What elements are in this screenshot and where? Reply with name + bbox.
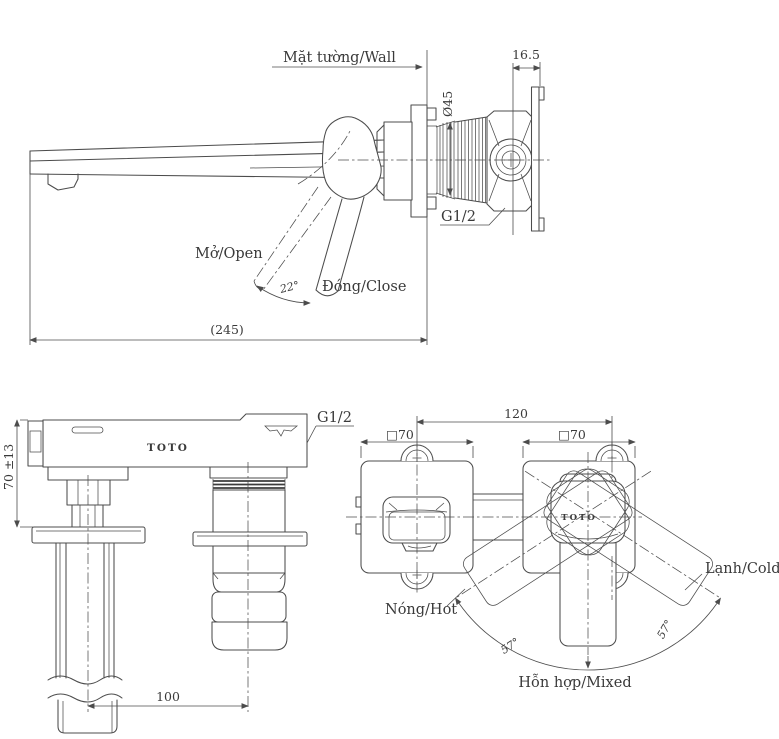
side-view: Mặt tường/Wall 16.5 Ø45 G1/2 Mở/Open 22°… xyxy=(29,47,552,345)
brand-logo-front: TOTO xyxy=(147,442,189,454)
dim-sq70-left: □70 xyxy=(386,427,414,442)
wall-label: Mặt tường/Wall xyxy=(283,50,396,66)
mixed-label: Hỗn hợp/Mixed xyxy=(518,674,631,691)
angle-57-right: 57° xyxy=(654,618,675,641)
side-view-dimensions xyxy=(29,50,541,345)
escutcheon-plate xyxy=(410,104,428,218)
face-view-centerlines xyxy=(346,442,721,655)
dim-100: 100 xyxy=(156,689,180,704)
front-view: G1/2 TOTO 70 ±13 100 xyxy=(1,410,354,734)
cold-label: Lạnh/Cold xyxy=(705,561,779,577)
dim-120: 120 xyxy=(504,406,528,421)
brand-logo-face: TOTO xyxy=(561,513,596,523)
close-label: Đóng/Close xyxy=(322,279,406,295)
thread-label-front: G1/2 xyxy=(317,410,352,426)
front-view-body xyxy=(27,413,308,468)
swing-arc xyxy=(455,597,721,671)
thread-label-side: G1/2 xyxy=(441,209,476,225)
front-view-spout-shank xyxy=(31,466,146,734)
side-view-handle xyxy=(253,116,382,306)
hot-label: Nóng/Hot xyxy=(385,602,457,618)
dim-sq70-right: □70 xyxy=(558,427,586,442)
open-label: Mở/Open xyxy=(195,245,263,262)
front-view-valve-shank xyxy=(192,466,308,651)
angle-22-label: 22° xyxy=(278,279,301,297)
dim-d45: Ø45 xyxy=(440,91,455,117)
face-view-dimensions xyxy=(360,416,703,607)
dim-16-5: 16.5 xyxy=(512,47,540,62)
front-view-dimensions xyxy=(14,419,354,709)
dim-245: (245) xyxy=(210,322,244,337)
face-view: TOTO 120 □70 □70 Lạnh/Cold N xyxy=(346,406,779,691)
connector-pipe xyxy=(472,493,524,541)
face-view-spout xyxy=(355,496,451,552)
dim-70: 70 ±13 xyxy=(1,444,16,490)
